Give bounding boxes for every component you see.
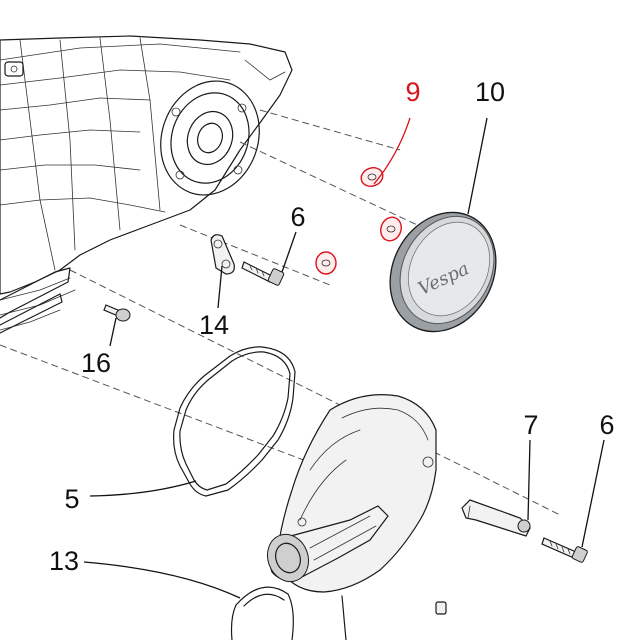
part-16-screw: [103, 304, 131, 322]
callout-14: 14: [199, 310, 229, 340]
grommet-middle: [380, 216, 402, 242]
callout-labels: 9 10 6 14 16 5 7 6 13: [49, 77, 615, 576]
part-6-bolt-upper: [241, 261, 285, 286]
part-10-vespa-cover: Vespa: [389, 211, 497, 333]
callout-5: 5: [64, 484, 79, 514]
callout-13: 13: [49, 546, 79, 576]
part-6-bolt-lower: [541, 537, 588, 563]
callout-7: 7: [523, 410, 538, 440]
part-7-bracket: [461, 499, 531, 537]
part-13-o-ring: [230, 586, 294, 640]
grommet-upper: [360, 167, 384, 187]
small-fastener-bottom: [435, 601, 447, 615]
callout-9: 9: [405, 77, 420, 107]
grommet-lower: [315, 251, 337, 275]
callout-6-upper: 6: [290, 202, 305, 232]
callout-6-lower: 6: [599, 410, 614, 440]
part-5-gasket: [173, 346, 296, 497]
part-9-grommets: [315, 167, 402, 275]
callout-16: 16: [81, 348, 111, 378]
transmission-cover: [266, 394, 437, 640]
part-14-bracket: [210, 234, 235, 275]
callout-10: 10: [475, 77, 505, 107]
leader-lines: [83, 117, 605, 599]
engine-case: [0, 35, 293, 334]
